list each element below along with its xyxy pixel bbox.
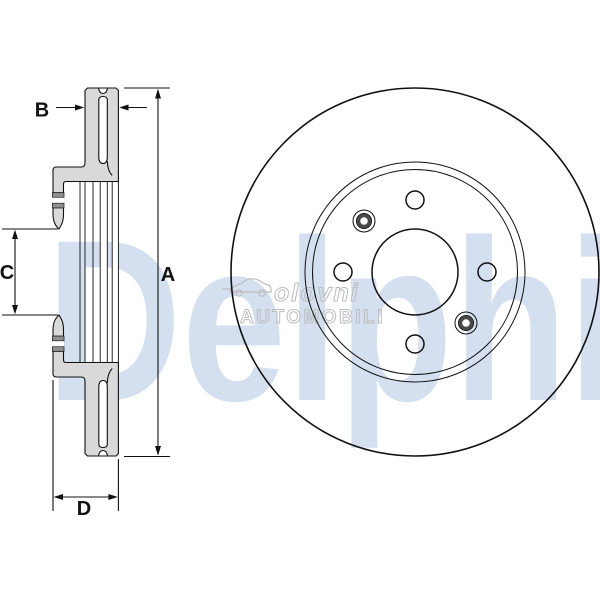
dimension-C-label: C [0, 262, 14, 284]
arrowhead [108, 494, 118, 500]
arrowhead [119, 104, 129, 111]
dimension-B-label: B [35, 100, 49, 122]
front-view [230, 87, 600, 457]
locating-pin-hole-lower-right [454, 311, 478, 335]
hat-transition-edge [106, 160, 113, 176]
dimension-A-label: A [161, 264, 175, 286]
dimension-D-label: D [77, 498, 91, 520]
marketplace-watermark-line1: olovni [274, 279, 360, 307]
arrowhead [75, 104, 85, 111]
disc-outer-circle [230, 87, 600, 457]
section-details-lower [52, 335, 113, 457]
car-icon [222, 278, 272, 297]
flange-bolt-hole [52, 192, 65, 209]
vent-channel [98, 95, 108, 165]
dimension-C: C [0, 228, 58, 316]
hub-inner-circle [312, 169, 518, 375]
dimension-B: B [35, 100, 147, 122]
locating-pin-hole-upper-left [352, 209, 376, 233]
dimension-D: D [52, 380, 119, 520]
hub-outer-circle [304, 161, 526, 383]
arrowhead [53, 494, 63, 500]
arrowhead [12, 305, 18, 315]
bolt-holes [333, 190, 497, 354]
marketplace-watermark-line2: AUTOMOBILI [240, 307, 385, 328]
vent-notch [98, 87, 109, 95]
marketplace-watermark: olovni AUTOMOBILI [222, 278, 385, 329]
bolt-hole-left [333, 262, 353, 282]
section-details-upper [52, 87, 113, 209]
watermark-layer: Delphi olovni AUTOMOBILI [46, 192, 600, 449]
arrowhead [12, 229, 18, 239]
dimension-A: A [124, 87, 175, 458]
section-view [52, 87, 119, 457]
center-bore [371, 228, 459, 316]
dimensions: A B C D [0, 87, 175, 520]
arrowhead [155, 88, 161, 99]
bolt-hole-right [477, 262, 497, 282]
section-inner-edges [79, 181, 119, 363]
bolt-hole-top [405, 190, 425, 210]
arrowhead [155, 446, 161, 456]
brand-watermark: Delphi [46, 192, 600, 449]
bolt-hole-bottom [405, 334, 425, 354]
